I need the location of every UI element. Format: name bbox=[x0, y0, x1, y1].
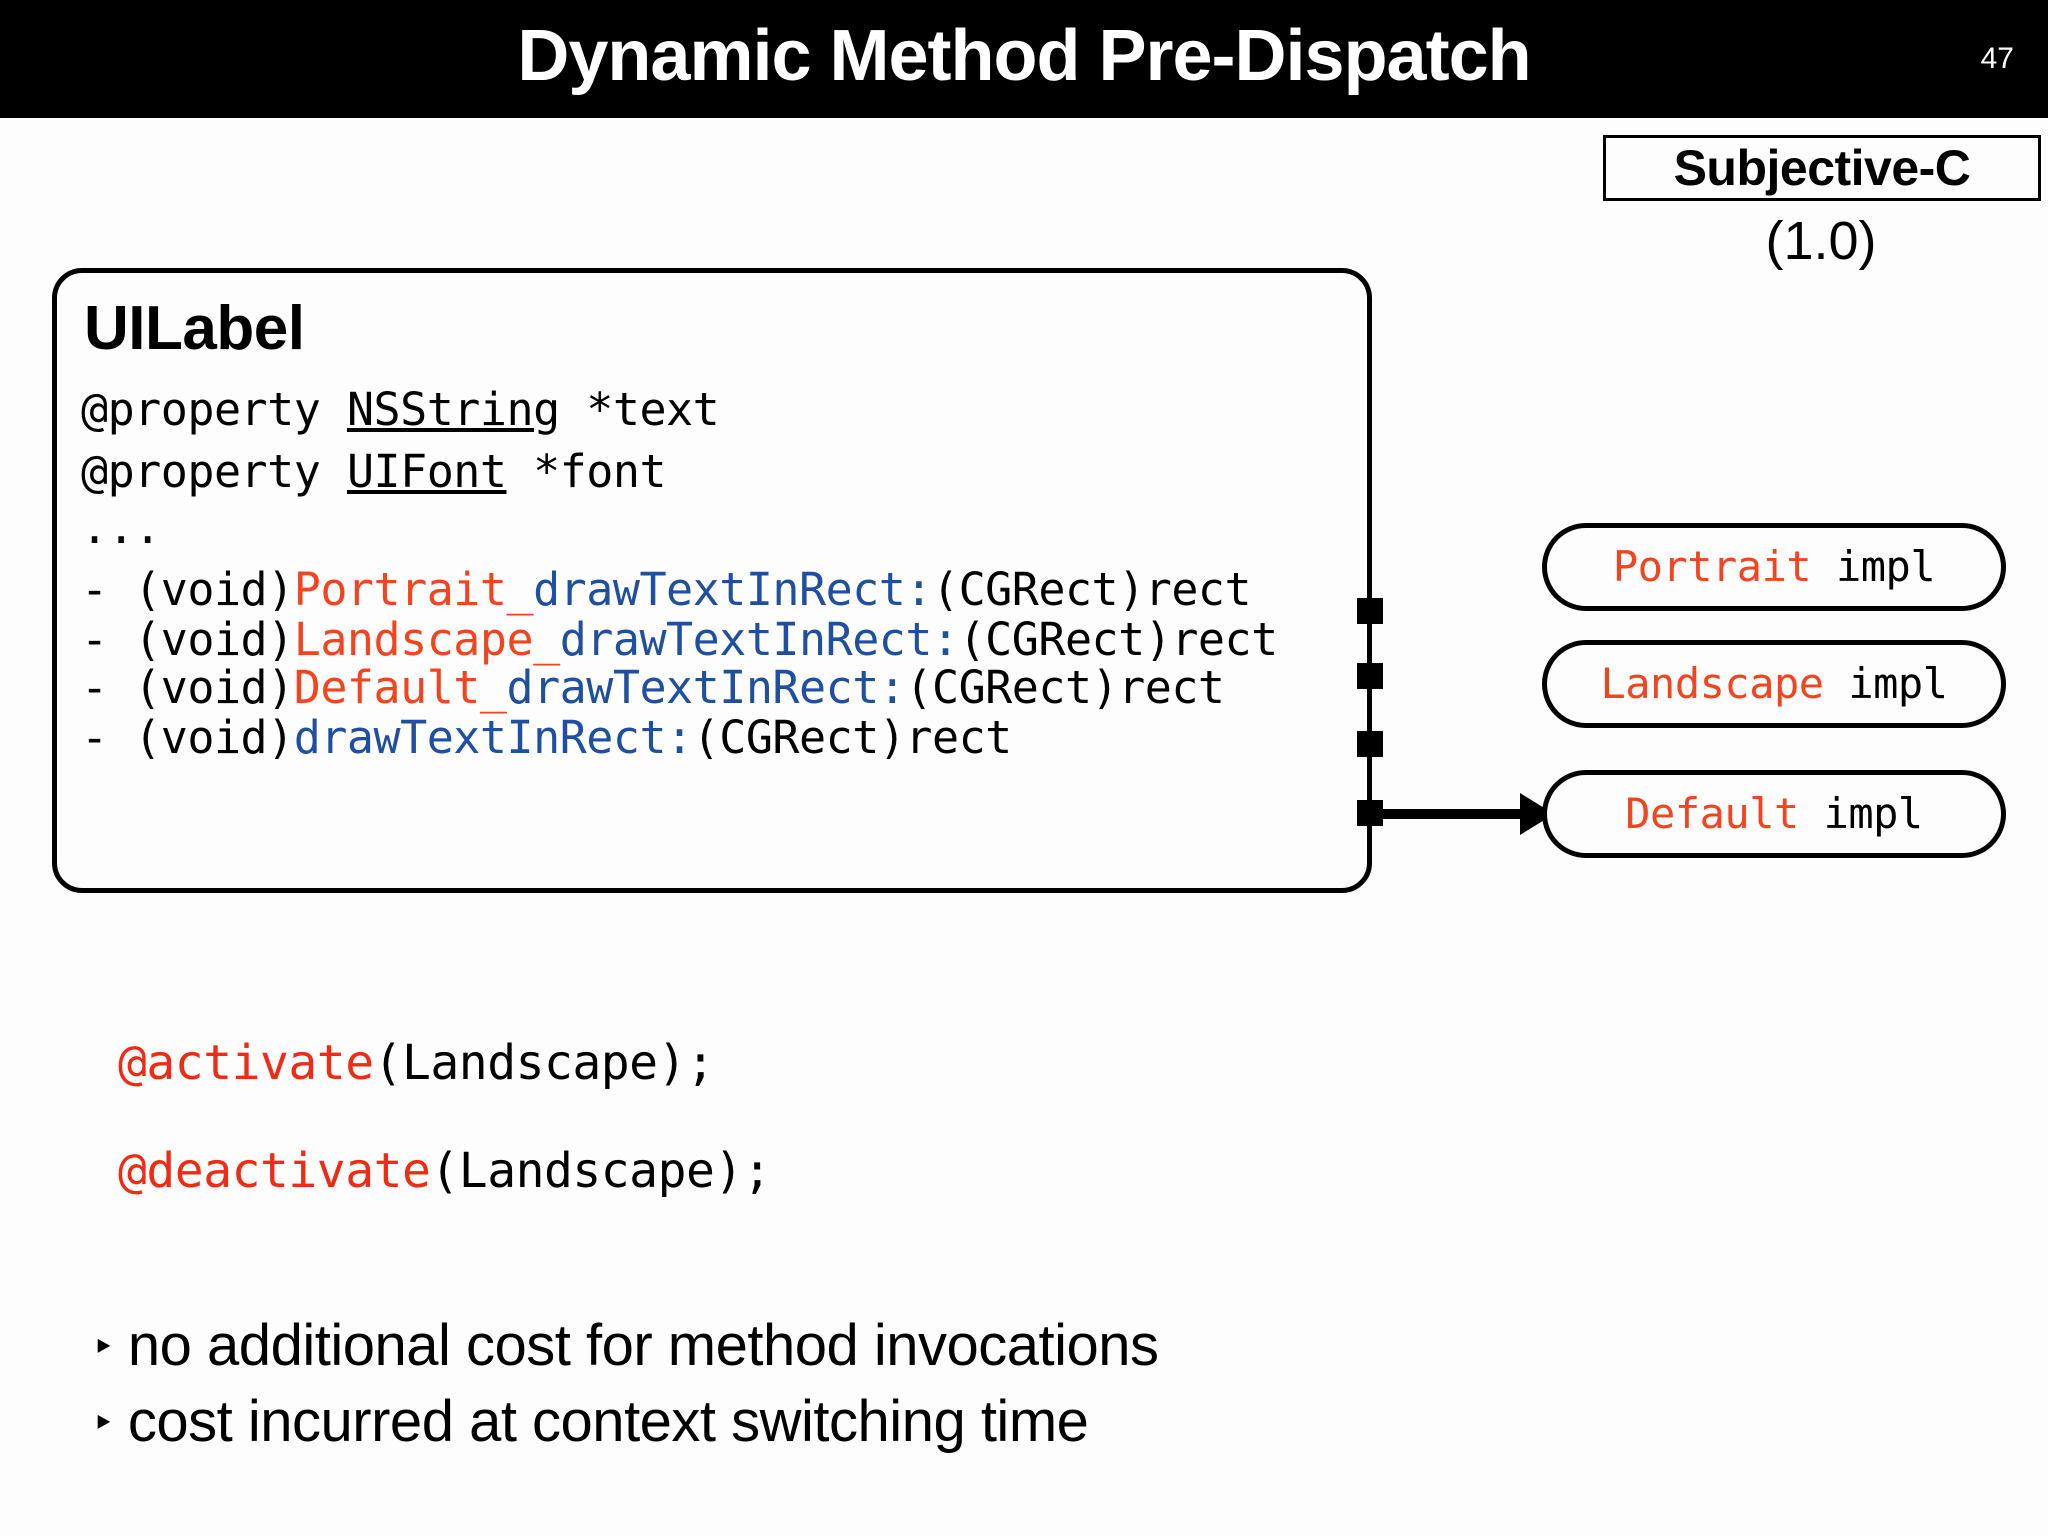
property-line-text: @property NSString *text bbox=[81, 383, 720, 436]
slide-number: 47 bbox=[1980, 42, 2014, 75]
ellipsis-line: ... bbox=[81, 501, 161, 554]
method-prefix: - (void) bbox=[81, 563, 294, 616]
impl-context-name: Default bbox=[1625, 789, 1799, 838]
property-type: UIFont bbox=[346, 445, 507, 498]
page-title: Dynamic Method Pre-Dispatch bbox=[517, 16, 1531, 96]
property-rest: *font bbox=[506, 445, 667, 498]
dispatch-arrow-line bbox=[1382, 809, 1532, 819]
method-selector: drawTextInRect: bbox=[293, 711, 693, 764]
brand-badge: Subjective-C bbox=[1603, 135, 2041, 201]
impl-label: impl bbox=[1823, 659, 1948, 708]
impl-context-name: Portrait bbox=[1612, 542, 1812, 591]
impl-label: impl bbox=[1811, 542, 1936, 591]
directive-keyword: @activate bbox=[118, 1035, 374, 1091]
impl-box-default: Default impl bbox=[1542, 770, 2006, 858]
method-args: (CGRect)rect bbox=[958, 613, 1279, 666]
method-context: Portrait_ bbox=[293, 563, 534, 616]
method-line-default: - (void)Default_drawTextInRect:(CGRect)r… bbox=[81, 661, 1225, 714]
impl-label: impl bbox=[1798, 789, 1924, 838]
class-name-heading: UILabel bbox=[84, 294, 305, 363]
method-context: Default_ bbox=[293, 661, 507, 714]
bullet-item-no-additional-cost: ‣ no additional cost for method invocatio… bbox=[92, 1312, 1159, 1379]
directive-activate: @activate(Landscape); bbox=[118, 1035, 715, 1091]
brand-version-label: (1.0) bbox=[1765, 211, 1877, 271]
method-line-base: - (void)drawTextInRect:(CGRect)rect bbox=[81, 711, 1012, 764]
impl-box-portrait: Portrait impl bbox=[1542, 523, 2006, 611]
impl-context-name: Landscape bbox=[1600, 659, 1824, 708]
method-selector: drawTextInRect: bbox=[559, 613, 959, 666]
connector-port-portrait bbox=[1357, 598, 1383, 624]
method-selector: drawTextInRect: bbox=[506, 661, 906, 714]
uilabel-interface-card: UILabel @property NSString *text @proper… bbox=[52, 268, 1372, 893]
bullet-marker-icon: ‣ bbox=[92, 1327, 114, 1369]
brand-name-label: Subjective-C bbox=[1673, 140, 1971, 196]
property-rest: *text bbox=[559, 383, 720, 436]
method-prefix: - (void) bbox=[81, 613, 294, 666]
impl-box-landscape: Landscape impl bbox=[1542, 640, 2006, 728]
bullet-item-context-switch-cost: ‣ cost incurred at context switching time bbox=[92, 1388, 1089, 1455]
directive-args: (Landscape); bbox=[373, 1035, 715, 1091]
connector-port-landscape bbox=[1357, 663, 1383, 689]
property-line-font: @property UIFont *font bbox=[81, 445, 667, 498]
method-context: Landscape_ bbox=[293, 613, 560, 666]
title-bar: Dynamic Method Pre-Dispatch 47 bbox=[0, 0, 2048, 118]
property-type: NSString bbox=[346, 383, 560, 436]
bullet-text: no additional cost for method invocation… bbox=[127, 1313, 1159, 1378]
method-args: (CGRect)rect bbox=[905, 661, 1225, 714]
directive-deactivate: @deactivate(Landscape); bbox=[118, 1143, 772, 1199]
directive-args: (Landscape); bbox=[430, 1143, 772, 1199]
bullet-text: cost incurred at context switching time bbox=[127, 1389, 1089, 1454]
bullet-marker-icon: ‣ bbox=[92, 1403, 114, 1445]
connector-port-base bbox=[1357, 800, 1383, 826]
method-prefix: - (void) bbox=[81, 711, 294, 764]
property-decl: @property bbox=[81, 445, 347, 498]
method-prefix: - (void) bbox=[81, 661, 294, 714]
method-line-landscape: - (void)Landscape_drawTextInRect:(CGRect… bbox=[81, 613, 1278, 666]
method-selector: drawTextInRect: bbox=[533, 563, 932, 616]
method-line-portrait: - (void)Portrait_drawTextInRect:(CGRect)… bbox=[81, 563, 1252, 616]
directive-keyword: @deactivate bbox=[118, 1143, 431, 1199]
method-args: (CGRect)rect bbox=[931, 563, 1252, 616]
connector-port-default bbox=[1357, 731, 1383, 757]
method-args: (CGRect)rect bbox=[692, 711, 1013, 764]
property-decl: @property bbox=[81, 383, 347, 436]
